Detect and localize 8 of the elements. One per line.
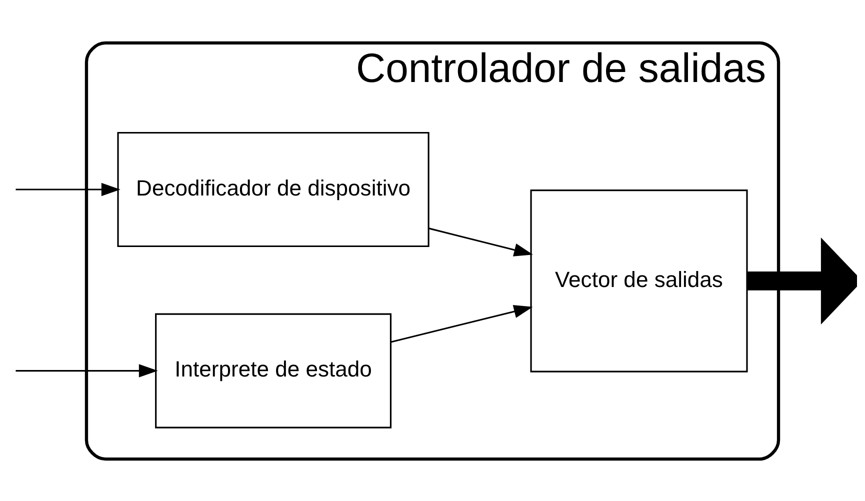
arrow (428, 227, 533, 256)
arrow (16, 182, 120, 196)
arrow (390, 304, 533, 342)
arrow (747, 236, 857, 324)
node-box: Interprete de estado (155, 312, 392, 428)
node-box: Vector de salidas (530, 189, 748, 372)
node-box: Decodificador de dispositivo (117, 131, 430, 247)
arrow (16, 364, 158, 377)
